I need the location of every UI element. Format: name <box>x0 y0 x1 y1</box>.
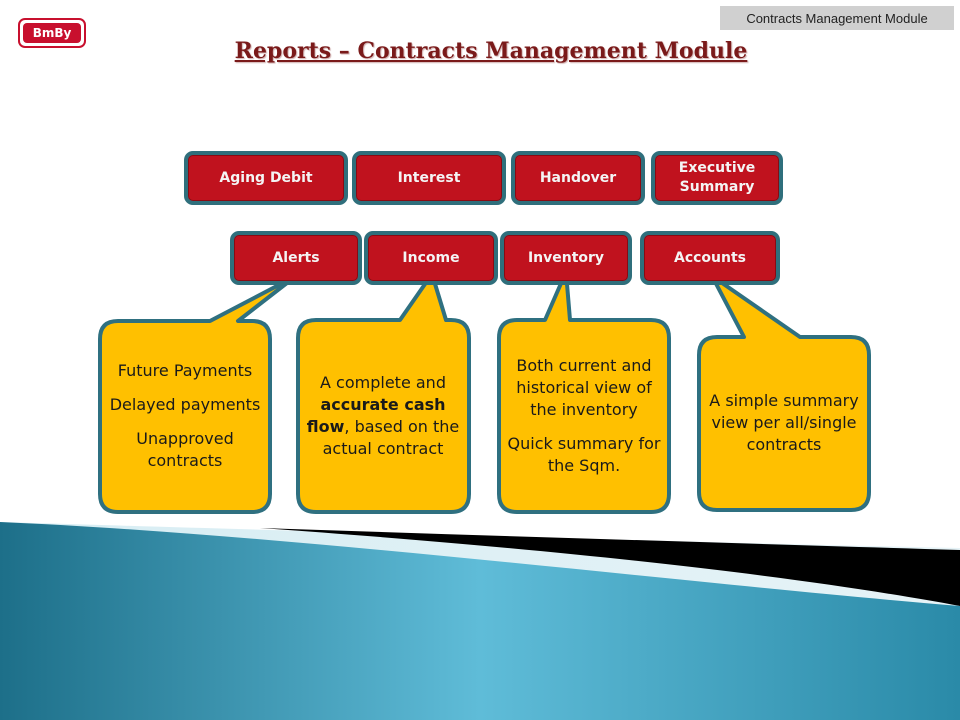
callout-alerts: Future Payments Delayed payments Unappro… <box>104 324 266 508</box>
callout-income-shape <box>296 272 471 514</box>
executive-summary-button[interactable]: Executive Summary <box>651 151 783 205</box>
callout-income-pre: A complete and <box>320 373 446 392</box>
callout-alerts-line: Future Payments <box>117 361 253 380</box>
page-title: Reports – Contracts Management Module <box>234 38 748 64</box>
alerts-button[interactable]: Alerts <box>230 231 362 285</box>
callout-inventory-line: Quick summary for the Sqm. <box>507 434 661 475</box>
interest-button[interactable]: Interest <box>352 151 506 205</box>
callout-alerts-line: Delayed payments <box>109 395 261 414</box>
callout-inventory: Both current and historical view of the … <box>505 322 663 510</box>
callout-accounts: A simple summary view per all/single con… <box>706 340 862 506</box>
callout-income-post: , based on the actual contract <box>322 417 460 458</box>
logo-text: BmBy <box>23 23 81 43</box>
callout-accounts-text: A simple summary view per all/single con… <box>709 391 859 454</box>
callout-inventory-shape <box>497 270 671 514</box>
callout-alerts-line: Unapproved contracts <box>136 429 234 470</box>
callout-accounts-shape <box>697 274 871 512</box>
aging-debit-button[interactable]: Aging Debit <box>184 151 348 205</box>
accounts-button[interactable]: Accounts <box>640 231 780 285</box>
inventory-button[interactable]: Inventory <box>500 231 632 285</box>
callout-alerts-shape <box>98 274 298 514</box>
income-button[interactable]: Income <box>364 231 498 285</box>
callout-income-bold: accurate cash flow <box>306 395 446 436</box>
callout-income-text: A complete and accurate cash flow, based… <box>304 372 462 460</box>
callout-inventory-line: Both current and historical view of the … <box>516 356 652 419</box>
module-tag: Contracts Management Module <box>720 6 954 30</box>
handover-button[interactable]: Handover <box>511 151 645 205</box>
bmby-logo[interactable]: BmBy <box>18 18 86 48</box>
callout-income: A complete and accurate cash flow, based… <box>304 326 462 506</box>
